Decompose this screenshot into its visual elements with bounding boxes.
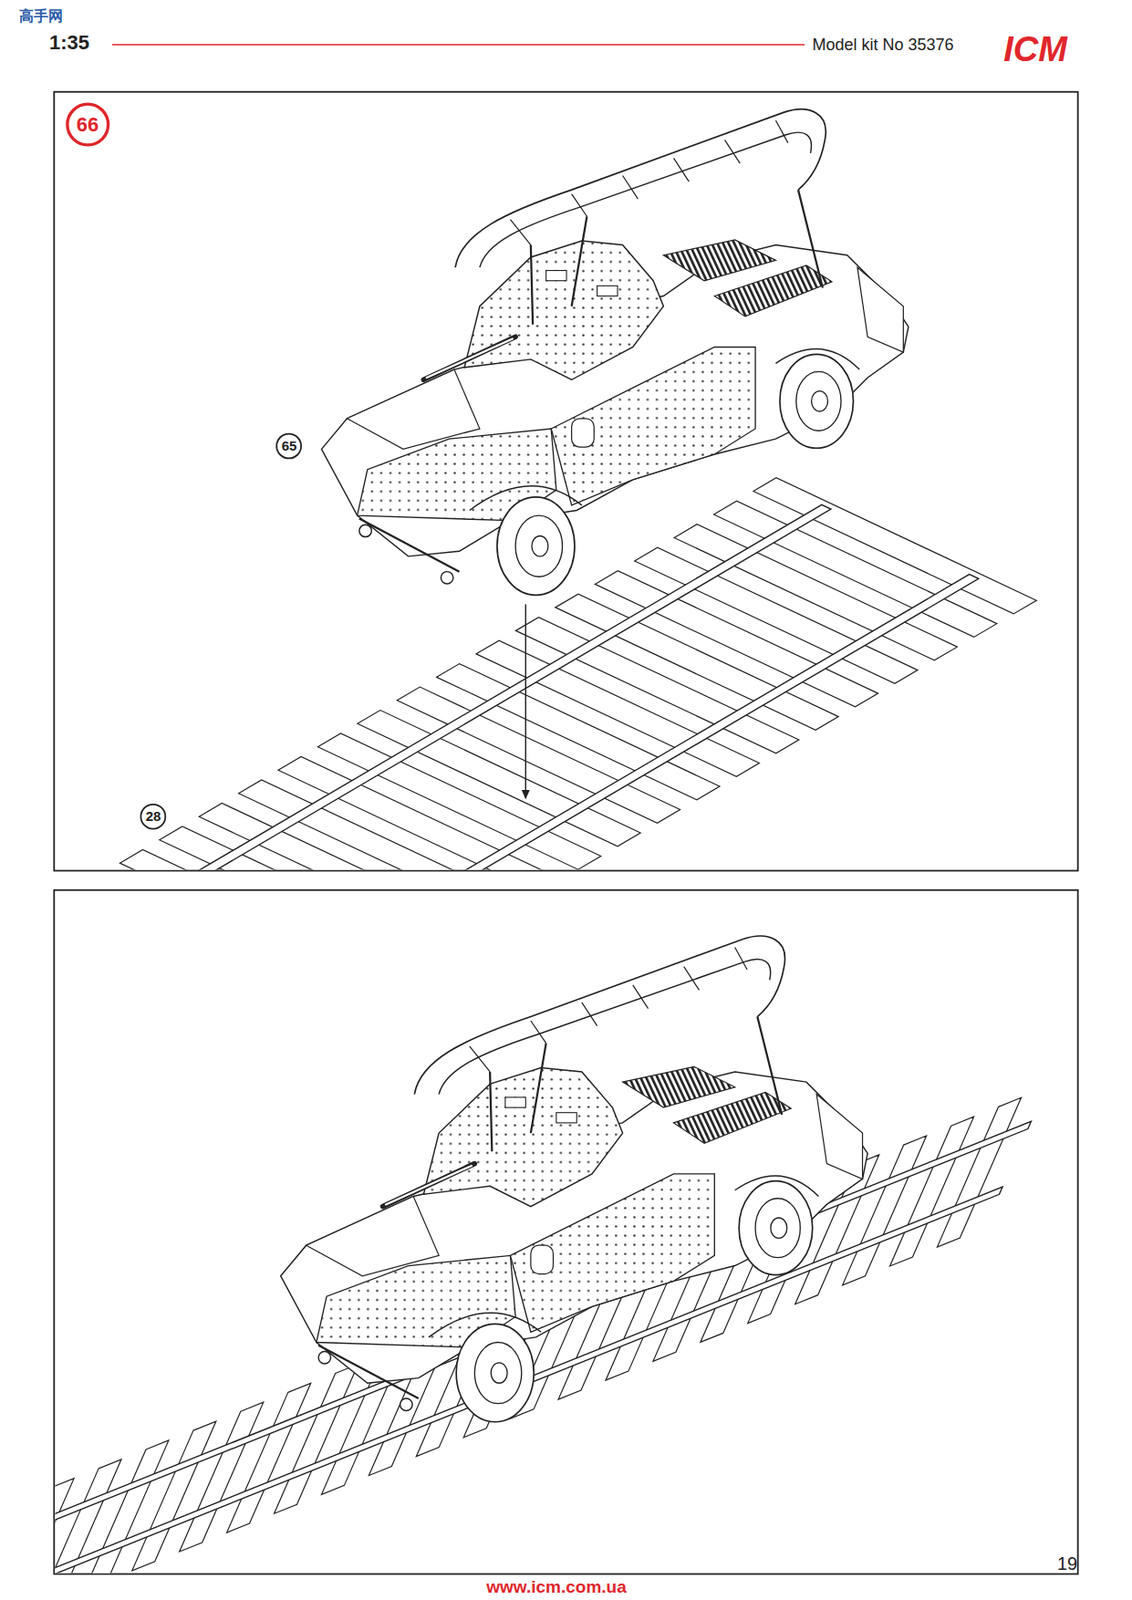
engine-grille [663,239,776,281]
rear-wheel [779,353,854,448]
page-art [0,92,1079,1600]
rear-bracket [857,267,904,353]
callout-circle [276,434,302,459]
scale-label: 1:35 [49,31,90,54]
kit-number: Model kit No 35376 [811,36,954,55]
watermark: 高手网 [19,8,63,25]
antenna-frame [455,109,826,268]
step-circle [67,103,109,146]
hull [321,245,908,557]
front-wheel [497,497,575,595]
guide-roller [440,571,453,584]
antenna-frame [479,132,812,268]
step-number: 66 [76,114,99,136]
antenna-crossbars [510,120,789,246]
turret [464,240,664,380]
coupling-bar [359,518,460,572]
engine-grille [714,265,832,317]
website-url: www.icm.com.ua [486,1578,626,1598]
gun-barrel [423,336,516,380]
result-panel [53,890,1078,1575]
rail [54,504,831,870]
placement-arrow [525,603,527,799]
bonnet [346,369,479,449]
brand-logo: ICM [1003,31,1068,70]
gun-barrel-highlight [426,339,513,379]
step-panel [53,92,1078,872]
callout-number: 65 [281,438,298,455]
rail [168,574,979,871]
callout-number: 28 [145,809,162,825]
antenna-posts [530,189,823,325]
vision-port [597,285,618,296]
callout-circle [140,804,166,830]
vision-port [546,270,567,281]
side-hatch [571,418,595,447]
armored-rail-car [321,109,908,596]
armored-rail-car [280,935,868,1423]
page-number: 19 [1057,1553,1078,1574]
header-rule [112,43,805,46]
rail-track [54,477,1037,871]
guide-roller [359,524,372,537]
